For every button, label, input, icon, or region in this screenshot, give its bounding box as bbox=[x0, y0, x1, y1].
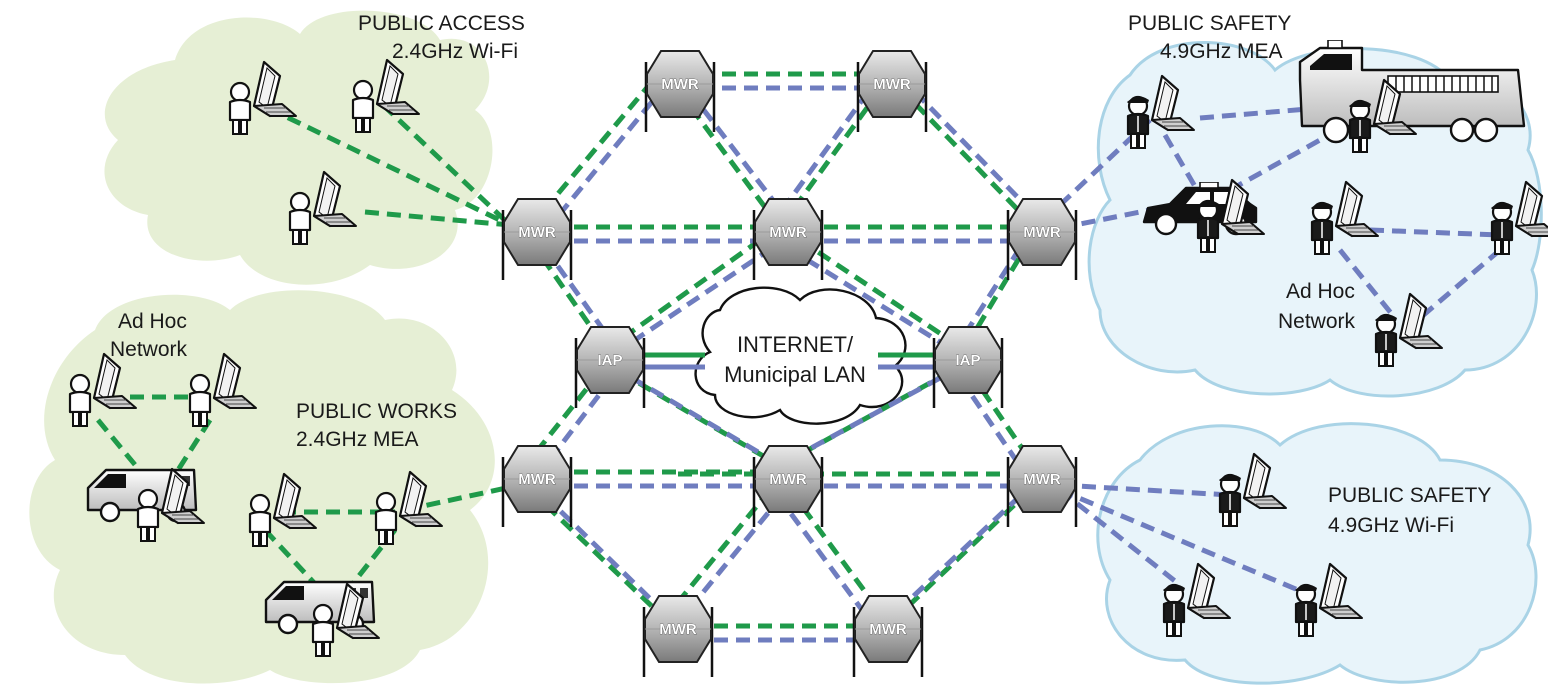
cloud-public-works bbox=[29, 290, 495, 684]
cloud-icon bbox=[694, 286, 907, 425]
label-internet: INTERNET/ Municipal LAN bbox=[724, 332, 866, 387]
svg-text:2.4GHz Wi-Fi: 2.4GHz Wi-Fi bbox=[392, 40, 518, 63]
svg-text:PUBLIC SAFETY: PUBLIC SAFETY bbox=[1128, 12, 1291, 35]
cloud-public-safety-wifi bbox=[1096, 422, 1538, 685]
router-mwr-low-left[interactable]: MWR bbox=[501, 444, 573, 529]
router-mwr-mid-right[interactable]: MWR bbox=[1006, 197, 1078, 282]
svg-text:MWR: MWR bbox=[518, 471, 556, 488]
cloud-internet bbox=[694, 286, 907, 425]
svg-text:MWR: MWR bbox=[769, 471, 807, 488]
svg-text:PUBLIC ACCESS: PUBLIC ACCESS bbox=[358, 12, 525, 35]
router-mwr-low-right[interactable]: MWR bbox=[1006, 444, 1078, 529]
svg-text:2.4GHz MEA: 2.4GHz MEA bbox=[296, 428, 419, 451]
cloud-icon bbox=[1096, 422, 1538, 685]
router-mwr-top-right[interactable]: MWR bbox=[856, 49, 928, 134]
svg-text:MWR: MWR bbox=[661, 76, 699, 93]
svg-text:Network: Network bbox=[1278, 310, 1356, 333]
cloud-icon bbox=[29, 290, 495, 684]
svg-text:MWR: MWR bbox=[869, 621, 907, 638]
label-adhoc-left: Ad Hoc Network bbox=[110, 310, 188, 361]
svg-text:MWR: MWR bbox=[518, 224, 556, 241]
svg-text:IAP: IAP bbox=[955, 352, 980, 369]
svg-text:IAP: IAP bbox=[597, 352, 622, 369]
label-adhoc-right: Ad Hoc Network bbox=[1278, 280, 1356, 333]
svg-text:PUBLIC WORKS: PUBLIC WORKS bbox=[296, 400, 457, 423]
router-mwr-mid-center[interactable]: MWR bbox=[752, 197, 824, 282]
svg-text:INTERNET/: INTERNET/ bbox=[737, 332, 854, 357]
label-public-safety-mea: PUBLIC SAFETY 4.9GHz MEA bbox=[1128, 12, 1291, 63]
router-iap-left[interactable]: IAP bbox=[574, 325, 646, 410]
label-public-works: PUBLIC WORKS 2.4GHz MEA bbox=[296, 400, 457, 451]
svg-text:MWR: MWR bbox=[873, 76, 911, 93]
svg-text:4.9GHz MEA: 4.9GHz MEA bbox=[1160, 40, 1283, 63]
label-public-access: PUBLIC ACCESS 2.4GHz Wi-Fi bbox=[358, 12, 525, 63]
router-mwr-bottom-right[interactable]: MWR bbox=[852, 594, 924, 679]
svg-text:Network: Network bbox=[110, 338, 188, 361]
label-public-safety-wifi: PUBLIC SAFETY 4.9GHz Wi-Fi bbox=[1328, 484, 1491, 537]
svg-text:MWR: MWR bbox=[1023, 471, 1061, 488]
router-iap-right[interactable]: IAP bbox=[932, 325, 1004, 410]
router-mwr-bottom-left[interactable]: MWR bbox=[642, 594, 714, 679]
router-mwr-mid-left[interactable]: MWR bbox=[501, 197, 573, 282]
router-mwr-low-center[interactable]: MWR bbox=[752, 444, 824, 529]
svg-text:Ad Hoc: Ad Hoc bbox=[118, 310, 187, 333]
svg-text:4.9GHz Wi-Fi: 4.9GHz Wi-Fi bbox=[1328, 514, 1454, 537]
svg-text:PUBLIC SAFETY: PUBLIC SAFETY bbox=[1328, 484, 1491, 507]
router-mwr-top-left[interactable]: MWR bbox=[644, 49, 716, 134]
svg-text:Ad Hoc: Ad Hoc bbox=[1286, 280, 1355, 303]
svg-text:MWR: MWR bbox=[1023, 224, 1061, 241]
svg-text:MWR: MWR bbox=[659, 621, 697, 638]
svg-text:MWR: MWR bbox=[769, 224, 807, 241]
svg-text:Municipal LAN: Municipal LAN bbox=[724, 362, 866, 387]
